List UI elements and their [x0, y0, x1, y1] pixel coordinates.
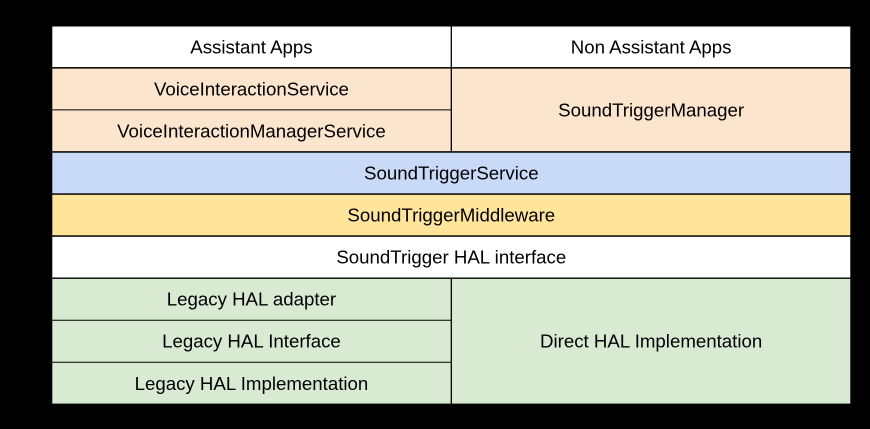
svg-text:VoiceInteractionManagerService: VoiceInteractionManagerService: [117, 121, 386, 142]
svg-text:Legacy HAL Implementation: Legacy HAL Implementation: [135, 373, 369, 394]
svg-text:SoundTriggerService: SoundTriggerService: [364, 163, 539, 184]
svg-text:Direct HAL Implementation: Direct HAL Implementation: [540, 331, 762, 352]
svg-text:VoiceInteractionService: VoiceInteractionService: [154, 78, 349, 99]
svg-text:SoundTriggerManager: SoundTriggerManager: [558, 99, 744, 120]
svg-text:Assistant Apps: Assistant Apps: [190, 36, 312, 57]
svg-text:Non Assistant Apps: Non Assistant Apps: [571, 36, 732, 57]
svg-text:Legacy HAL adapter: Legacy HAL adapter: [167, 289, 336, 310]
svg-text:SoundTriggerMiddleware: SoundTriggerMiddleware: [347, 205, 555, 226]
svg-text:SoundTrigger HAL interface: SoundTrigger HAL interface: [336, 247, 566, 268]
svg-text:Legacy HAL Interface: Legacy HAL Interface: [162, 331, 341, 352]
